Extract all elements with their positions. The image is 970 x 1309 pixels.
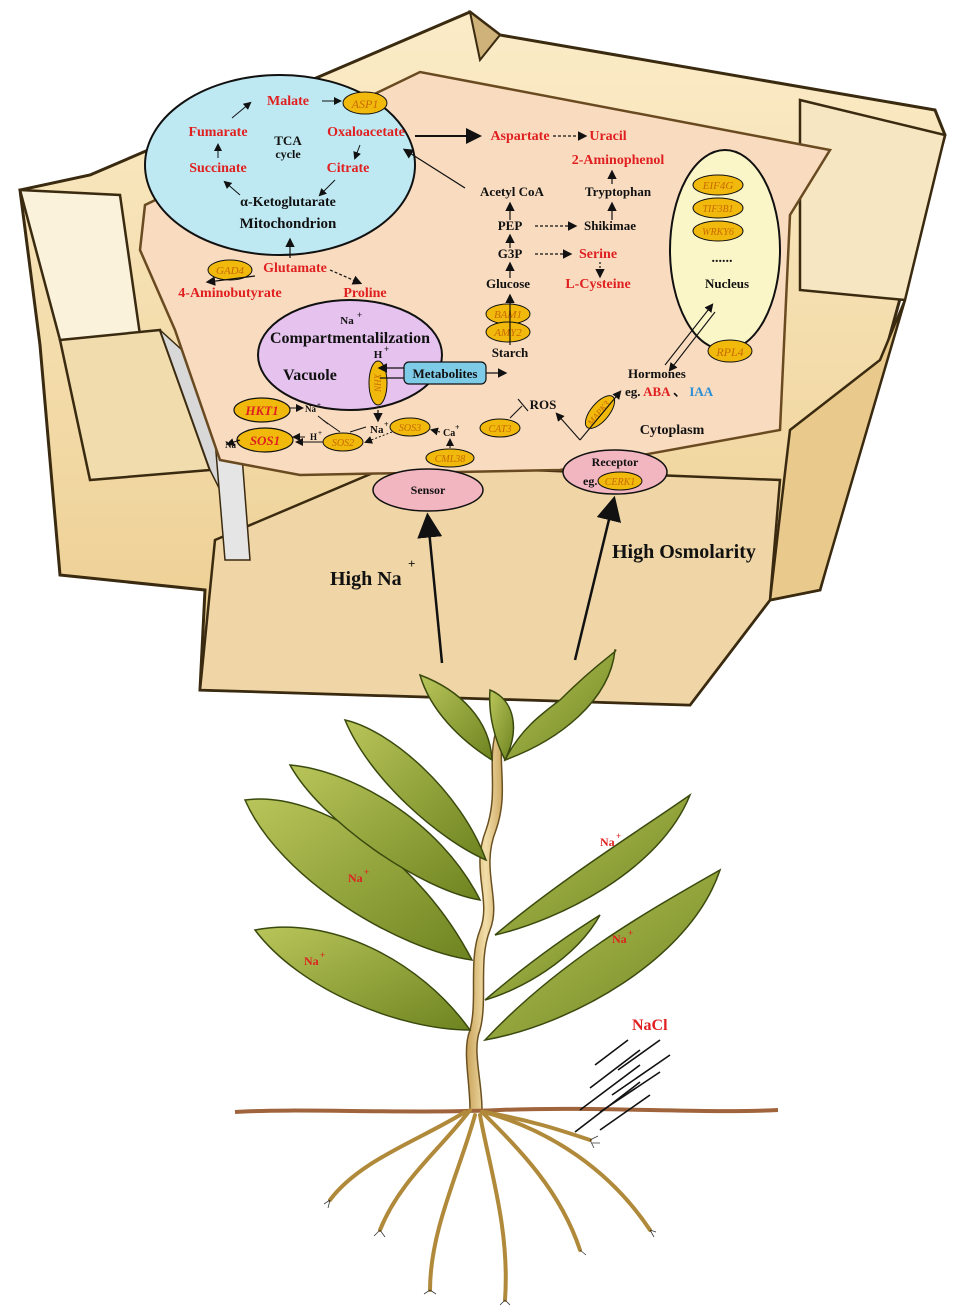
vacuole-na: Na (340, 315, 354, 327)
leaf-na-1-plus: + (320, 950, 325, 960)
ca-label: Ca (443, 428, 455, 439)
gad4-label: GAD4 (216, 265, 245, 277)
high-na-plus: + (408, 556, 415, 571)
rpl4-label: RPL4 (715, 345, 743, 359)
plant-illustration: Na + Na + Na + Na + (235, 650, 778, 1305)
cysteine-label: L-Cysteine (565, 277, 630, 292)
receptor-eg: eg. (583, 474, 597, 488)
uracil-label: Uracil (589, 129, 626, 144)
mitochondrion: Malate ASP1 Oxaloacetate Fumarate TCA cy… (145, 75, 415, 255)
sos1-label: SOS1 (250, 433, 280, 448)
glutamate-label: Glutamate (263, 261, 327, 276)
mito-fumarate: Fumarate (188, 125, 247, 140)
vacuole-h: H (374, 349, 383, 361)
h-left: H (310, 432, 317, 442)
hormone-sep: 、 (673, 384, 686, 399)
nucleus-dots: ...... (712, 251, 733, 266)
tca-line2: cycle (275, 147, 301, 161)
ca-plus: + (455, 423, 460, 432)
hormones-label: Hormones (628, 366, 686, 381)
pep-label: PEP (498, 218, 523, 233)
mito-oxaloacetate: Oxaloacetate (327, 125, 405, 140)
nacl-label: NaCl (632, 1017, 668, 1034)
nucleus-label: Nucleus (705, 276, 749, 291)
tryptophan-label: Tryptophan (585, 184, 652, 199)
metabolites-label: Metabolites (413, 366, 478, 381)
mito-title: Mitochondrion (240, 216, 337, 232)
vacuole-label: Vacuole (283, 367, 337, 384)
hkt1-label: HKT1 (244, 403, 278, 418)
na-left-a: Na (305, 404, 316, 414)
leaf-na-1: Na (304, 954, 319, 968)
aminobutyrate-label: 4-Aminobutyrate (178, 286, 281, 301)
svg-text:eg. ABA 、 IA: eg. ABA 、 IAA (625, 384, 714, 399)
eif4g-label: EIF4G (702, 180, 734, 192)
na-left-a-plus: + (317, 401, 321, 409)
leaf-na-4: Na (612, 932, 627, 946)
hormones-eg: eg. (625, 384, 641, 399)
cat3-label: CAT3 (489, 424, 512, 435)
tca-line1: TCA (274, 133, 302, 148)
mito-succinate: Succinate (189, 161, 247, 176)
high-osmolarity-label: High Osmolarity (612, 541, 756, 563)
ros-label: ROS (530, 397, 557, 412)
high-na-label: High Na (330, 568, 402, 590)
vacuole-na-plus: + (357, 310, 362, 320)
cml38-label: CML38 (435, 454, 466, 465)
starch-label: Starch (492, 345, 529, 360)
na-center-plus: + (384, 420, 389, 429)
na-center: Na (370, 424, 384, 436)
serine-label: Serine (579, 247, 617, 262)
nucleus: EIF4G TIF3B1 WRKY6 ...... Nucleus (670, 150, 780, 350)
receptor-label: Receptor (592, 455, 639, 469)
compart-label: Compartmentalilzation (270, 330, 430, 347)
vacuole-h-plus: + (384, 344, 389, 354)
asp1-label: ASP1 (351, 97, 379, 111)
bam1-label: BAM1 (494, 309, 522, 321)
sos3-label: SOS3 (399, 423, 421, 434)
shikimate-label: Shikimae (584, 218, 636, 233)
aba-label: ABA (643, 384, 671, 399)
h-left-plus: + (318, 429, 322, 437)
wrky-label: WRKY6 (702, 227, 734, 238)
leaf-na-4-plus: + (628, 928, 633, 938)
proline-label: Proline (343, 286, 386, 301)
sensor-label: Sensor (411, 483, 446, 497)
glucose-label: Glucose (486, 276, 530, 291)
iaa-label: IAA (689, 384, 713, 399)
cerk1-label: CERK1 (605, 477, 636, 488)
g3p-label: G3P (498, 246, 523, 261)
leaf-na-2: Na (348, 871, 363, 885)
leaf-na-3-plus: + (616, 831, 621, 841)
sos2-label: SOS2 (332, 438, 354, 449)
acetylcoa-label: Acetyl CoA (480, 184, 545, 199)
mito-ketoglutarate: α-Ketoglutarate (240, 195, 336, 210)
mito-malate: Malate (267, 94, 309, 109)
aspartate-label: Aspartate (490, 129, 549, 144)
tif3b1-label: TIF3B1 (702, 204, 733, 215)
mito-citrate: Citrate (327, 161, 370, 176)
cytoplasm-label: Cytoplasm (640, 423, 705, 438)
nhx-label: NHX (373, 373, 383, 393)
leaf-na-3: Na (600, 835, 615, 849)
amy2-label: AMY2 (493, 327, 522, 339)
aminophenol-label: 2-Aminophenol (572, 153, 665, 168)
leaf-na-2-plus: + (364, 867, 369, 877)
